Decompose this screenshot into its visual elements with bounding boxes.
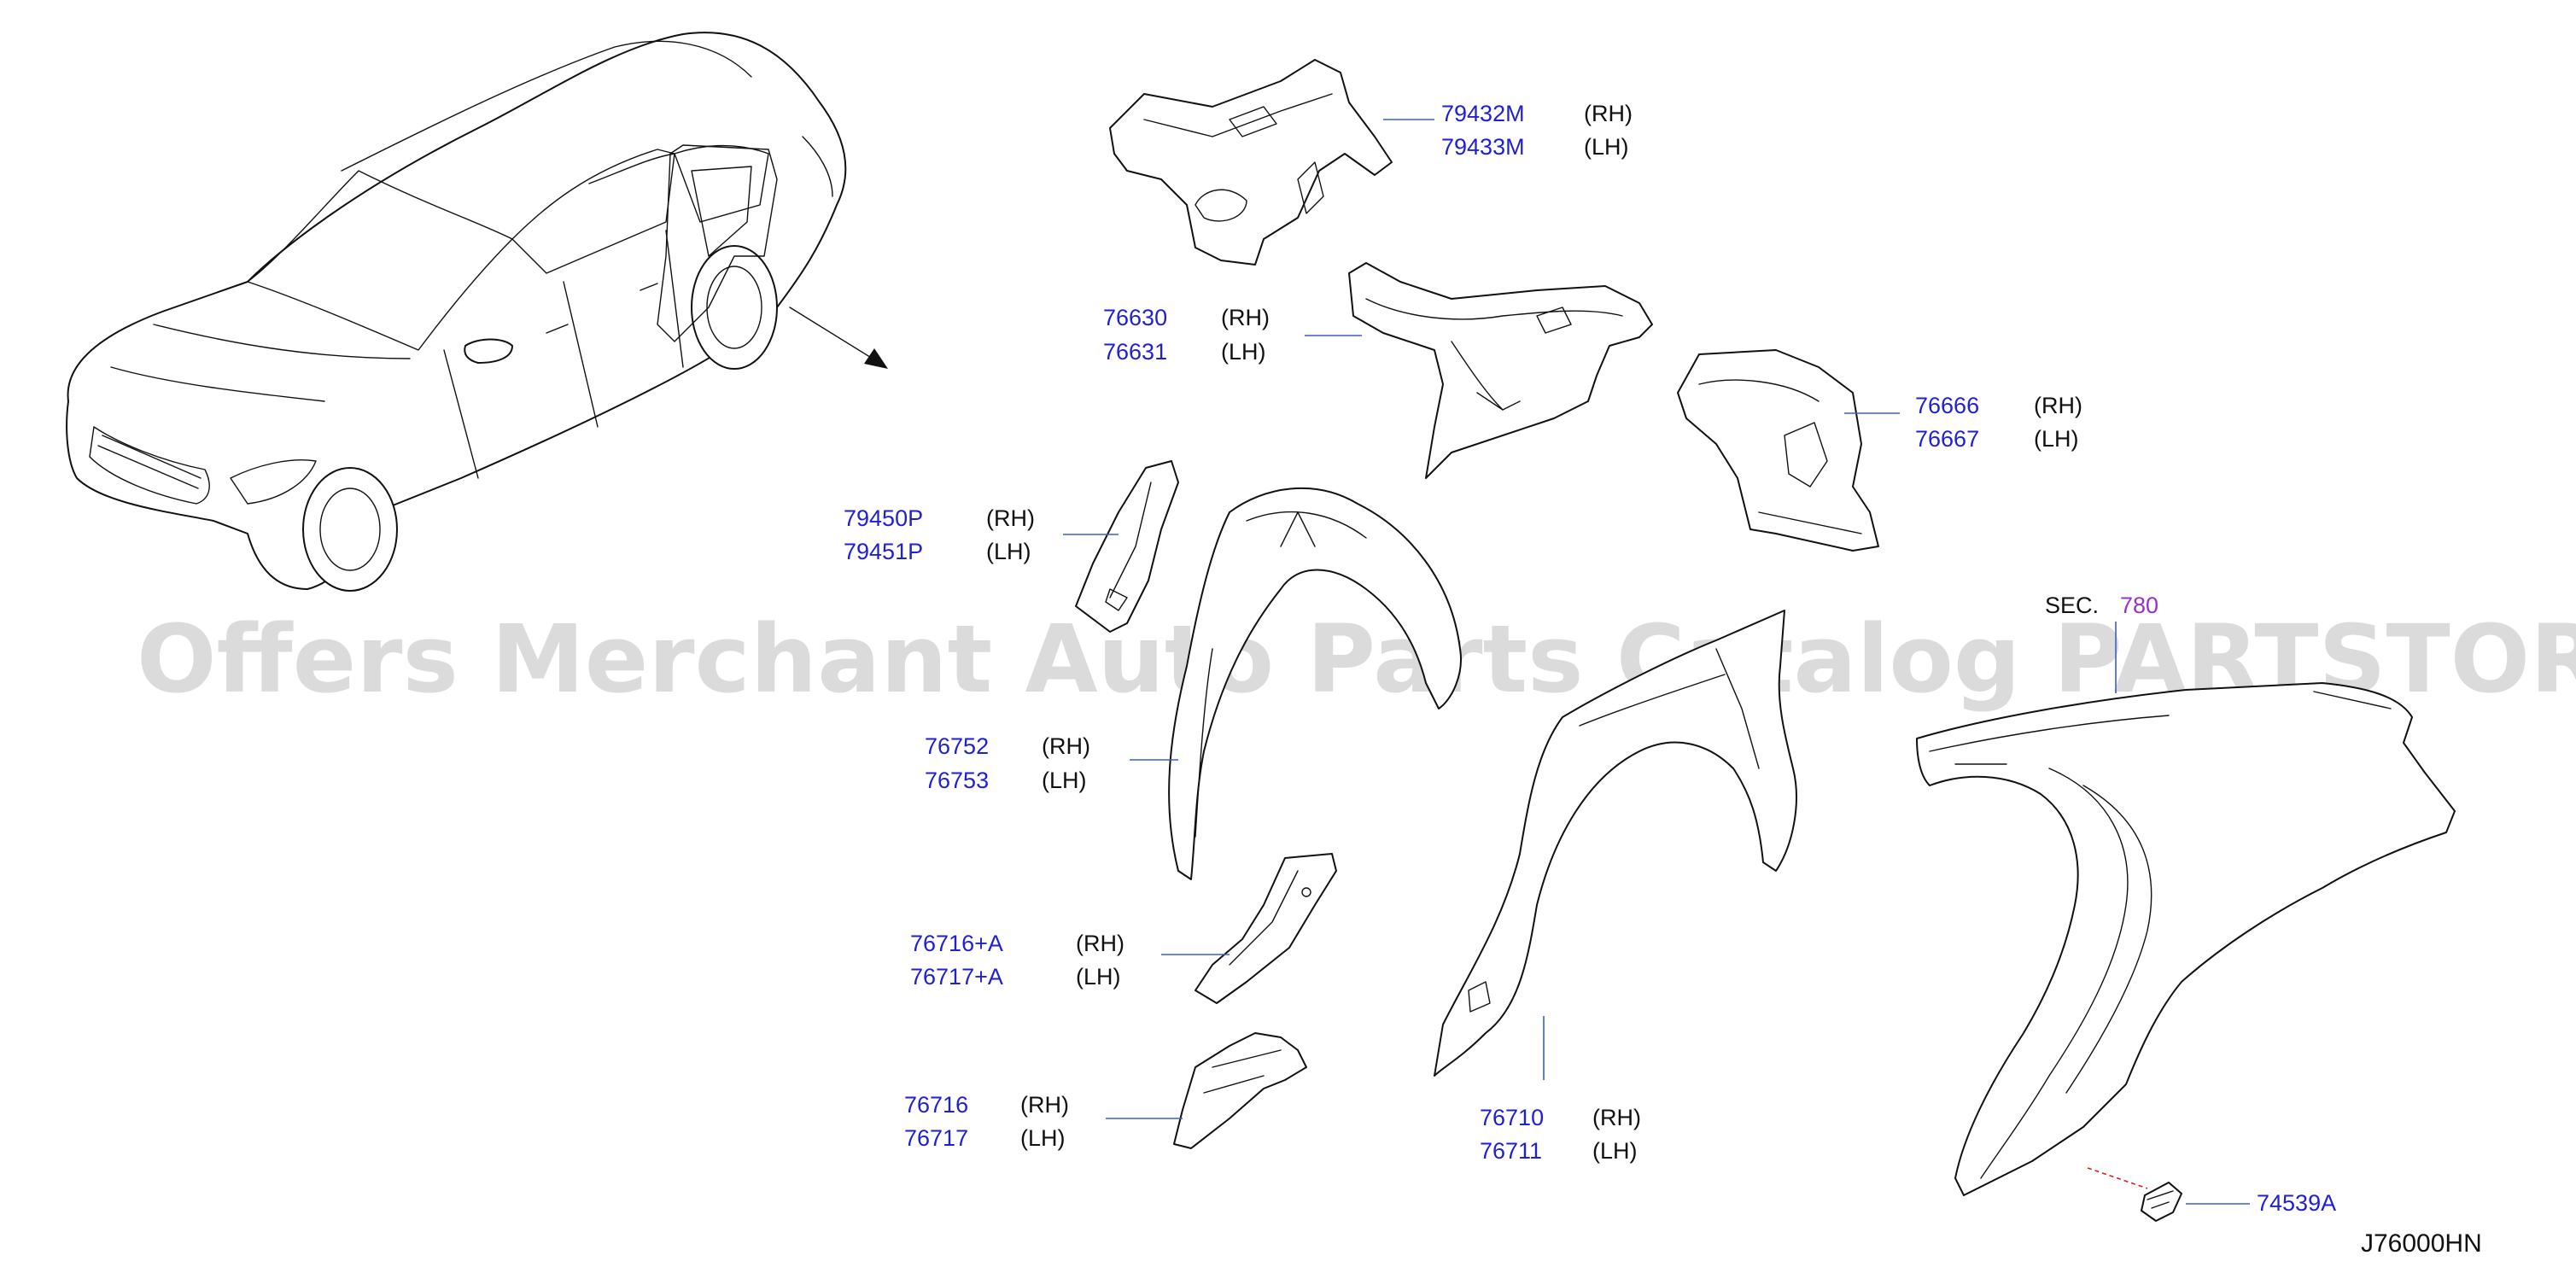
part-number-rh: 76710	[1480, 1105, 1544, 1130]
part-number-rh: 76752	[925, 733, 989, 759]
side-rh: (RH)	[1584, 101, 1633, 126]
part-76752-drawing	[1168, 487, 1462, 880]
part-number-rh: 79432M	[1441, 101, 1525, 126]
part-79450p-drawing	[1075, 460, 1179, 633]
side-rh: (RH)	[986, 505, 1035, 531]
side-rh: (RH)	[2034, 393, 2082, 418]
part-number-lh: 79433M	[1441, 134, 1525, 160]
section-reference: SEC. 780	[2045, 593, 2158, 618]
part-number-lh: 76753	[925, 768, 989, 793]
label-76710: 76710 (RH) 76711 (LH)	[1480, 1105, 1641, 1164]
side-rh: (RH)	[1221, 305, 1270, 330]
side-lh: (LH)	[1042, 768, 1087, 793]
part-number-lh: 76631	[1103, 339, 1167, 365]
side-lh: (LH)	[1584, 134, 1629, 160]
label-74539a: 74539A	[2257, 1190, 2336, 1216]
part-number-rh: 76716	[904, 1092, 968, 1118]
side-rh: (RH)	[1042, 733, 1090, 759]
part-number-rh: 76666	[1915, 393, 1979, 418]
part-76716a-drawing	[1195, 853, 1337, 1004]
part-number-rh: 79450P	[844, 505, 923, 531]
side-lh: (LH)	[1592, 1138, 1638, 1164]
part-number: 74539A	[2257, 1190, 2336, 1216]
section-label: SEC.	[2045, 593, 2099, 618]
label-76752: 76752 (RH) 76753 (LH)	[925, 733, 1090, 793]
label-79450p: 79450P (RH) 79451P (LH)	[844, 505, 1035, 564]
part-number-lh: 76717	[904, 1125, 968, 1151]
part-number-rh: 76716+A	[910, 931, 1003, 956]
part-76666-drawing	[1677, 349, 1879, 552]
car-overview-illustration	[66, 32, 888, 592]
side-rh: (RH)	[1020, 1092, 1069, 1118]
part-79432m-drawing	[1109, 59, 1393, 266]
part-number-lh: 76717+A	[910, 964, 1003, 990]
rear-fender-drawing	[1916, 682, 2456, 1196]
label-76630: 76630 (RH) 76631 (LH)	[1103, 305, 1270, 365]
side-lh: (LH)	[2034, 426, 2079, 452]
side-lh: (LH)	[986, 539, 1031, 564]
part-number-lh: 76667	[1915, 426, 1979, 452]
section-number: 780	[2120, 593, 2158, 618]
arrow-head-icon	[864, 348, 888, 369]
side-rh: (RH)	[1076, 931, 1124, 956]
diagram-code: J76000HN	[2361, 1229, 2482, 1258]
side-lh: (LH)	[1221, 339, 1266, 365]
part-76716-drawing	[1173, 1032, 1307, 1149]
part-number-rh: 76630	[1103, 305, 1167, 330]
part-76630-drawing	[1348, 262, 1653, 479]
side-lh: (LH)	[1076, 964, 1121, 990]
label-76666: 76666 (RH) 76667 (LH)	[1915, 393, 2082, 452]
part-number-lh: 79451P	[844, 539, 923, 564]
side-lh: (LH)	[1020, 1125, 1066, 1151]
side-rh: (RH)	[1592, 1105, 1641, 1130]
bolt-74539a-drawing	[2087, 1167, 2182, 1222]
part-number-lh: 76711	[1480, 1138, 1542, 1164]
part-76710-drawing	[1434, 610, 1797, 1077]
label-79432m: 79432M (RH) 79433M (LH)	[1441, 101, 1633, 160]
label-76716a: 76716+A (RH) 76717+A (LH)	[910, 931, 1124, 990]
label-76716: 76716 (RH) 76717 (LH)	[904, 1092, 1069, 1151]
